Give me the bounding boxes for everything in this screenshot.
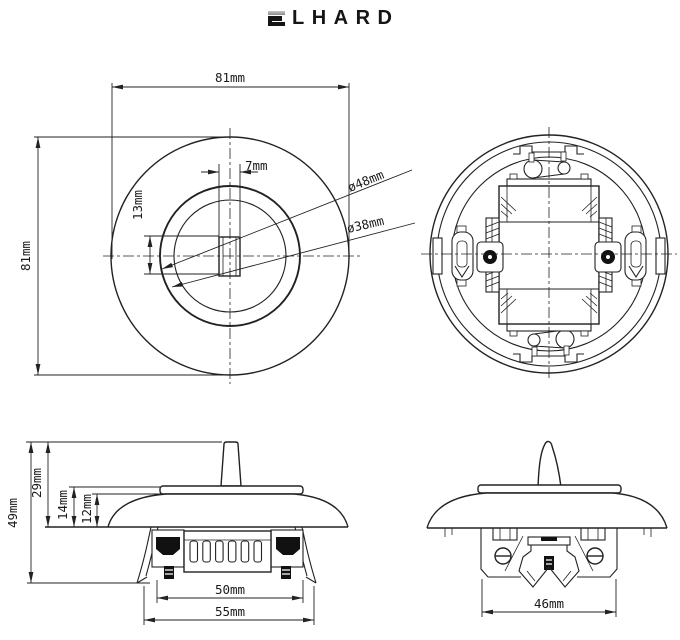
screw-terminal-left [476,241,504,273]
dim-body-width-50-label: 50mm [215,582,245,597]
dim-total-height: 49mm [5,441,222,584]
keyhole-slot-bottom [527,329,575,357]
dim-ring-diameter: ø38mm [171,213,416,288]
hatch-marks [500,196,598,314]
side-view-left: 49mm 29mm 14mm 12mm 50mm [5,441,349,625]
knob-pointer [537,440,562,488]
dim-shaft-height-label: 13mm [130,190,145,220]
logo-accent-bar [268,11,285,16]
dome-body [426,492,668,529]
side-view-front: 46mm [426,440,668,617]
dim-claw-span-55: 55mm [143,586,315,625]
front-view: 81mm 81mm 7mm 13mm [18,70,416,384]
dim-plate-height-label: 81mm [18,241,33,271]
dim-cap-height-label: 14mm [55,490,70,520]
screw-terminal-right [594,241,622,273]
clamp-screw-right [270,529,304,579]
dim-cap-height: 14mm [55,486,160,527]
bezel-cap [477,484,622,494]
dim-shaft-width-label: 7mm [245,158,268,173]
back-view [421,127,677,381]
rim-slot-right [655,237,666,275]
knob-stem [220,441,242,487]
dim-plate-height: 81mm [18,136,230,376]
clip-ear-right [624,225,647,287]
terminal-block [183,530,272,573]
mech-housing [480,526,618,588]
dim-height-above-wall-label: 29mm [29,468,44,498]
dim-dome-height: 12mm [79,493,168,527]
knob-shaft [218,236,241,277]
dim-total-height-label: 49mm [5,498,20,528]
dim-shaft-width: 7mm [201,158,268,236]
plate-notch-top [513,145,584,155]
dim-body-width-50: 50mm [156,580,304,603]
dim-plate-width: 81mm [111,70,350,259]
plate-notch-bottom [513,353,584,363]
logo-letter-e-glyph [268,11,285,26]
dim-claw-span-55-label: 55mm [215,604,245,619]
dim-shaft-height: 13mm [130,190,219,275]
clamp-screw-left [151,529,185,579]
dim-plate-width-label: 81mm [215,70,245,85]
clip-ear-left [451,225,474,287]
logo-text: LHARD [292,7,400,29]
keyhole-slot-top [523,151,571,179]
dim-body-width-46: 46mm [481,579,617,617]
rim-slot-left [432,237,443,275]
dome-body [107,493,349,528]
dim-bezel-diameter-label: ø48mm [346,167,387,195]
dim-body-width-46-label: 46mm [534,596,564,611]
dim-height-above-wall: 29mm [29,442,51,527]
center-claw [518,536,580,588]
dim-dome-height-label: 12mm [79,494,94,524]
bezel-cap [159,485,304,495]
bezel-lip-ticks [444,528,652,537]
